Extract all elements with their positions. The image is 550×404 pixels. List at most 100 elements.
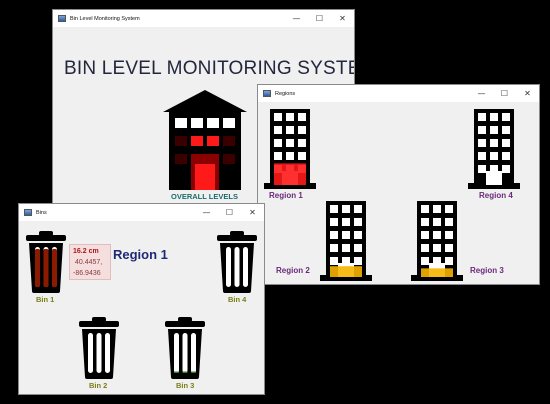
minimize-button[interactable]: — — [202, 208, 211, 217]
bin-handle — [178, 317, 192, 322]
bin-slot — [182, 333, 188, 373]
region-4-building-icon[interactable] — [468, 109, 520, 189]
region-1-building-icon[interactable] — [264, 109, 316, 189]
building-window — [445, 257, 453, 265]
building-window — [298, 113, 306, 121]
building-window — [298, 126, 306, 134]
building-level-fill — [274, 163, 306, 185]
bin-1-label: Bin 1 — [36, 295, 55, 304]
region-2-building-icon[interactable] — [320, 201, 372, 281]
building-window — [478, 126, 486, 134]
bin-latitude: 40.4457, — [75, 259, 103, 266]
building-window — [421, 244, 429, 252]
building-window — [502, 126, 510, 134]
maximize-button[interactable]: ☐ — [225, 208, 234, 217]
bin-level-fill — [182, 371, 188, 373]
building-window — [274, 152, 282, 160]
main-window-titlebar[interactable]: Bin Level Monitoring System — ☐ ✕ — [53, 10, 354, 27]
app-icon — [263, 90, 271, 97]
close-button[interactable]: ✕ — [339, 14, 346, 23]
bin-3-icon[interactable] — [163, 317, 207, 379]
bin-handle — [39, 231, 53, 236]
building-window — [433, 218, 441, 226]
bin-2-icon[interactable] — [77, 317, 121, 379]
building-window — [433, 257, 441, 265]
minimize-button[interactable]: — — [292, 14, 301, 23]
building-window — [354, 231, 362, 239]
region-3-label: Region 3 — [470, 266, 504, 275]
building-base — [468, 183, 520, 189]
building-window — [433, 244, 441, 252]
bin-slot — [105, 333, 110, 373]
building-window — [342, 231, 350, 239]
maximize-button[interactable]: ☐ — [500, 89, 509, 98]
regions-window-titlebar[interactable]: Regions — ☐ ✕ — [258, 85, 539, 102]
bin-2-label: Bin 2 — [89, 381, 108, 390]
bin-level-fill — [174, 371, 179, 373]
bin-4-icon[interactable] — [215, 231, 259, 293]
bin-slot — [226, 247, 231, 287]
building-window — [445, 205, 453, 213]
building-window — [286, 139, 294, 147]
building-window — [421, 205, 429, 213]
building-window — [274, 126, 282, 134]
minimize-button[interactable]: — — [477, 89, 486, 98]
building-window — [445, 218, 453, 226]
building-window — [298, 152, 306, 160]
bin-slot — [96, 333, 102, 373]
building-window — [354, 244, 362, 252]
bin-slot — [234, 247, 240, 287]
building-window — [286, 113, 294, 121]
building-window — [478, 152, 486, 160]
building-level-fill — [421, 268, 453, 277]
bin-lid — [26, 235, 66, 241]
building-window — [445, 244, 453, 252]
bin-1-icon[interactable] — [24, 231, 68, 293]
building-base — [264, 183, 316, 189]
building-window — [354, 205, 362, 213]
building-window — [433, 205, 441, 213]
building-window — [478, 139, 486, 147]
building-window — [286, 152, 294, 160]
bin-level-fill — [35, 249, 40, 287]
bin-level-fill — [191, 371, 196, 373]
building-window — [421, 257, 429, 265]
building-window — [433, 231, 441, 239]
building-window — [274, 113, 282, 121]
region-2-label: Region 2 — [276, 266, 310, 275]
bin-lid — [79, 321, 119, 327]
building-window — [478, 165, 486, 173]
bin-slot — [174, 333, 179, 373]
bin-slot — [191, 333, 196, 373]
main-window-title: Bin Level Monitoring System — [70, 15, 140, 22]
main-heading: BIN LEVEL MONITORING SYSTEM — [64, 58, 355, 79]
building-window — [490, 139, 498, 147]
overall-levels-label: OVERALL LEVELS — [171, 192, 238, 201]
building-window — [298, 139, 306, 147]
building-window — [330, 205, 338, 213]
bins-window-titlebar[interactable]: Bins — ☐ ✕ — [19, 204, 264, 221]
building-window — [490, 165, 498, 173]
maximize-button[interactable]: ☐ — [315, 14, 324, 23]
regions-window-title: Regions — [275, 90, 296, 97]
bin-slot — [243, 247, 248, 287]
bin-info-box: 16.2 cm 40.4457, -86.9436 — [69, 244, 111, 280]
close-button[interactable]: ✕ — [249, 208, 256, 217]
bins-window-title: Bins — [36, 209, 47, 216]
building-base — [320, 275, 372, 281]
regions-window: Regions — ☐ ✕ Region 1 Region 4 Region 2… — [257, 84, 540, 285]
region-4-label: Region 4 — [479, 191, 513, 200]
bin-3-label: Bin 3 — [176, 381, 195, 390]
building-window — [502, 165, 510, 173]
building-window — [330, 218, 338, 226]
building-window — [330, 244, 338, 252]
close-button[interactable]: ✕ — [524, 89, 531, 98]
building-window — [342, 218, 350, 226]
bin-level-fill — [43, 249, 49, 287]
region-3-building-icon[interactable] — [411, 201, 463, 281]
building-window — [330, 257, 338, 265]
overall-level-house-icon[interactable] — [163, 90, 247, 190]
building-window — [286, 126, 294, 134]
building-window — [490, 126, 498, 134]
bin-slot — [88, 333, 93, 373]
